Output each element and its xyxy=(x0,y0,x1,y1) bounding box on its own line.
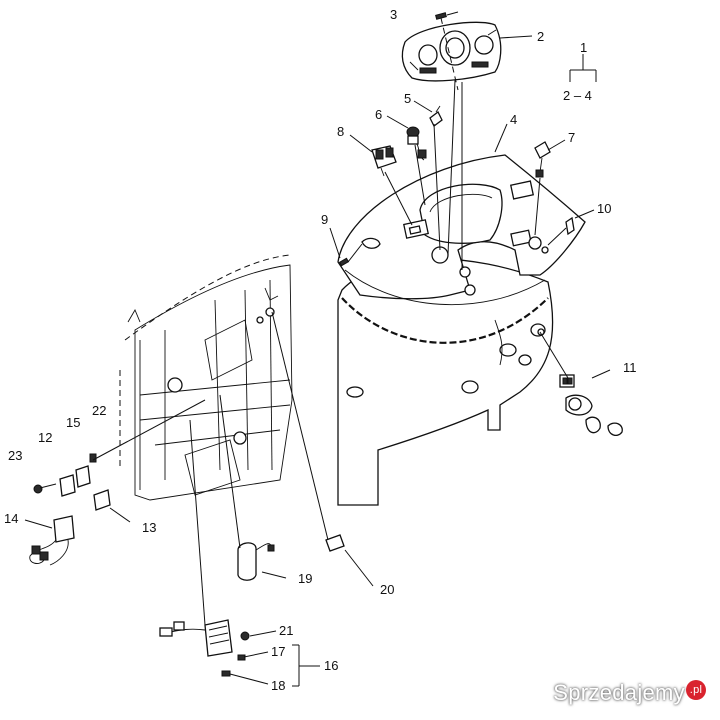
callout-5: 5 xyxy=(404,91,411,106)
callout-6: 6 xyxy=(375,107,382,122)
callout-group-range: 2 – 4 xyxy=(563,88,592,103)
watermark-text: Sprzedajemy xyxy=(553,680,685,705)
assembly-lines xyxy=(347,17,567,270)
callout-21: 21 xyxy=(279,623,293,638)
callout-14: 14 xyxy=(4,511,18,526)
callout-4: 4 xyxy=(510,112,517,127)
callout-19: 19 xyxy=(298,571,312,586)
sensors xyxy=(219,311,345,581)
callout-23: 23 xyxy=(8,448,22,463)
chassis-frame xyxy=(119,254,293,501)
callout-leaders xyxy=(24,35,597,687)
callout-22: 22 xyxy=(92,403,106,418)
small-hardware xyxy=(338,105,575,267)
callout-9: 9 xyxy=(321,212,328,227)
ignition-switch xyxy=(539,331,623,437)
callout-10: 10 xyxy=(597,201,611,216)
callout-1: 1 xyxy=(580,40,587,55)
callout-11: 11 xyxy=(623,360,637,375)
callout-18: 18 xyxy=(271,678,285,693)
instrument-cluster xyxy=(401,21,502,82)
callout-13: 13 xyxy=(142,520,156,535)
callout-8: 8 xyxy=(337,124,344,139)
screw xyxy=(435,11,459,20)
callout-7: 7 xyxy=(568,130,575,145)
watermark: Sprzedajemy.pl xyxy=(553,680,706,706)
callout-3: 3 xyxy=(390,7,397,22)
watermark-tld: .pl xyxy=(686,680,706,700)
callout-12: 12 xyxy=(38,430,52,445)
relay-parts xyxy=(29,399,206,566)
callout-15: 15 xyxy=(66,415,80,430)
callout-labels: 1 2 – 4 2 3 4 5 6 7 8 9 10 11 12 13 14 1… xyxy=(4,7,637,693)
callout-20: 20 xyxy=(380,582,394,597)
callout-17: 17 xyxy=(271,644,285,659)
controller-module xyxy=(159,419,250,677)
callout-2: 2 xyxy=(537,29,544,44)
callout-16: 16 xyxy=(324,658,338,673)
